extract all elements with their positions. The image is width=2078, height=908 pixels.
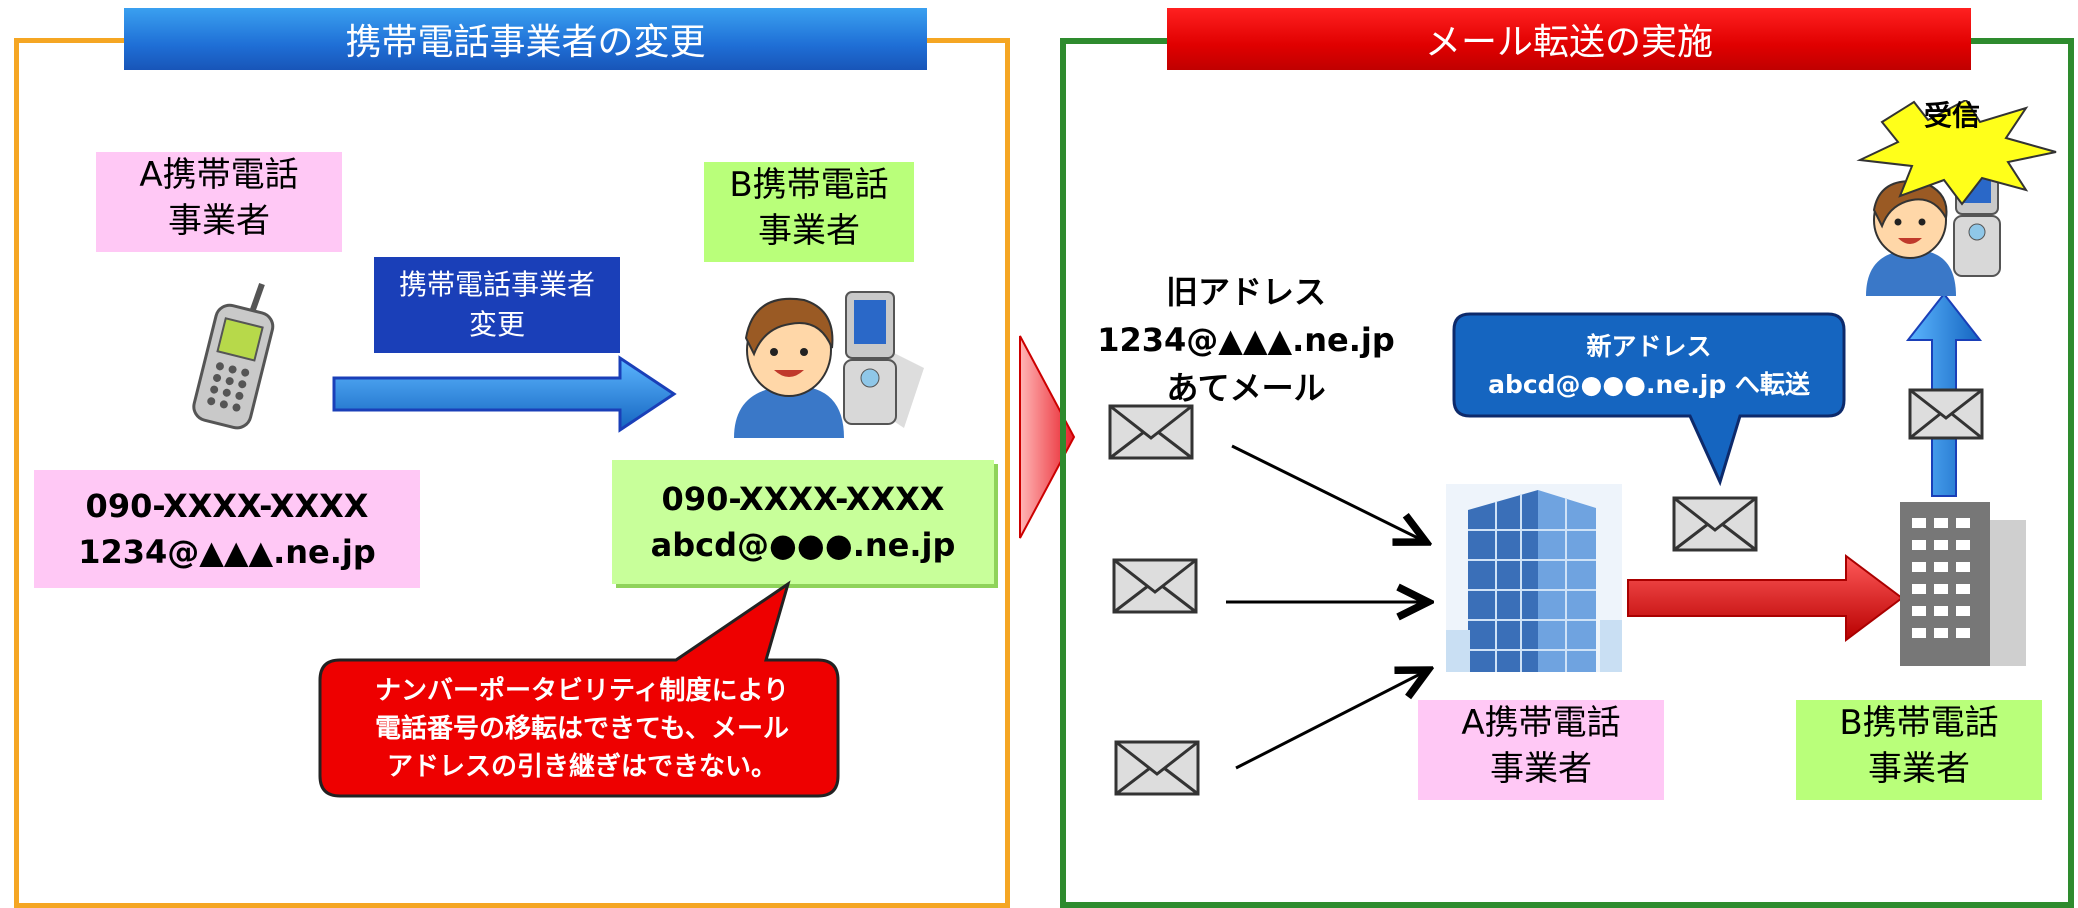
- old-number-box: 090-XXXX-XXXX 1234@▲▲▲.ne.jp: [34, 470, 420, 588]
- envelope-icon: [1112, 558, 1198, 614]
- right-carrier-b-line1: B携帯電話: [1839, 703, 1999, 743]
- carrier-change-label: 携帯電話事業者 変更: [374, 257, 620, 353]
- note-line1: ナンバーポータビリティ制度により: [375, 676, 789, 706]
- new-address-line1: 新アドレス: [1586, 332, 1712, 361]
- old-email-address: 1234@▲▲▲.ne.jp: [78, 533, 376, 571]
- user-with-phone-icon: [734, 291, 924, 438]
- carrier-b-line1: B携帯電話: [729, 165, 889, 205]
- received-label: 受信: [1923, 99, 1980, 132]
- transition-chevron: [1019, 335, 1076, 539]
- old-address-line1: 旧アドレス: [1165, 273, 1326, 311]
- right-carrier-a-line2: 事業者: [1490, 749, 1592, 789]
- forward-arrow: [1627, 554, 1904, 642]
- carrier-a-box: A携帯電話 事業者: [96, 152, 342, 252]
- carrier-a-building-icon: [1446, 484, 1622, 672]
- right-carrier-b-line2: 事業者: [1868, 749, 1970, 789]
- portability-note: ナンバーポータビリティ制度により 電話番号の移転はできても、メール アドレスの引…: [322, 672, 842, 786]
- new-address-label: 新アドレス abcd@●●●.ne.jp へ転送: [1454, 328, 1844, 404]
- right-panel-title: メール転送の実施: [1424, 22, 1713, 63]
- old-phone-number: 090-XXXX-XXXX: [85, 487, 369, 525]
- right-panel-header: メール転送の実施: [1167, 8, 1971, 70]
- old-address-line3: あてメール: [1166, 369, 1326, 407]
- change-label-line1: 携帯電話事業者: [398, 268, 595, 301]
- carrier-b-building-icon: [1900, 502, 2026, 666]
- change-label-line2: 変更: [468, 308, 525, 341]
- envelope-icon: [1672, 496, 1758, 552]
- carrier-b-line2: 事業者: [758, 211, 860, 251]
- right-carrier-a-line1: A携帯電話: [1461, 703, 1621, 743]
- note-callout-shape: [318, 580, 840, 798]
- new-address-callout-shape: [1452, 312, 1846, 487]
- new-email-address: abcd@●●●.ne.jp: [650, 526, 956, 564]
- envelope-icon: [1114, 740, 1200, 796]
- old-address-label: 旧アドレス 1234@▲▲▲.ne.jp あてメール: [1076, 268, 1416, 412]
- right-carrier-b-box: B携帯電話 事業者: [1796, 700, 2042, 800]
- carrier-b-box: B携帯電話 事業者: [704, 162, 914, 262]
- carrier-a-line2: 事業者: [168, 201, 270, 241]
- received-burst-icon: [1856, 100, 2057, 206]
- left-panel-header: 携帯電話事業者の変更: [124, 8, 927, 70]
- envelope-icon: [1108, 404, 1194, 460]
- note-line2: 電話番号の移転はできても、メール: [375, 714, 789, 744]
- old-address-line2: 1234@▲▲▲.ne.jp: [1097, 321, 1395, 359]
- carrier-a-line1: A携帯電話: [139, 155, 299, 195]
- change-arrow: [332, 355, 677, 433]
- right-carrier-a-box: A携帯電話 事業者: [1418, 700, 1664, 800]
- mail-forward-diagram: [1108, 100, 2057, 796]
- old-phone-icon: [192, 283, 275, 430]
- new-number-box: 090-XXXX-XXXX abcd@●●●.ne.jp: [612, 460, 994, 584]
- new-phone-number: 090-XXXX-XXXX: [661, 480, 945, 518]
- envelope-icon: [1908, 388, 1984, 440]
- left-panel-title: 携帯電話事業者の変更: [345, 22, 706, 63]
- note-line3: アドレスの引き継ぎはできない。: [386, 752, 777, 782]
- new-address-line2: abcd@●●●.ne.jp へ転送: [1488, 370, 1810, 399]
